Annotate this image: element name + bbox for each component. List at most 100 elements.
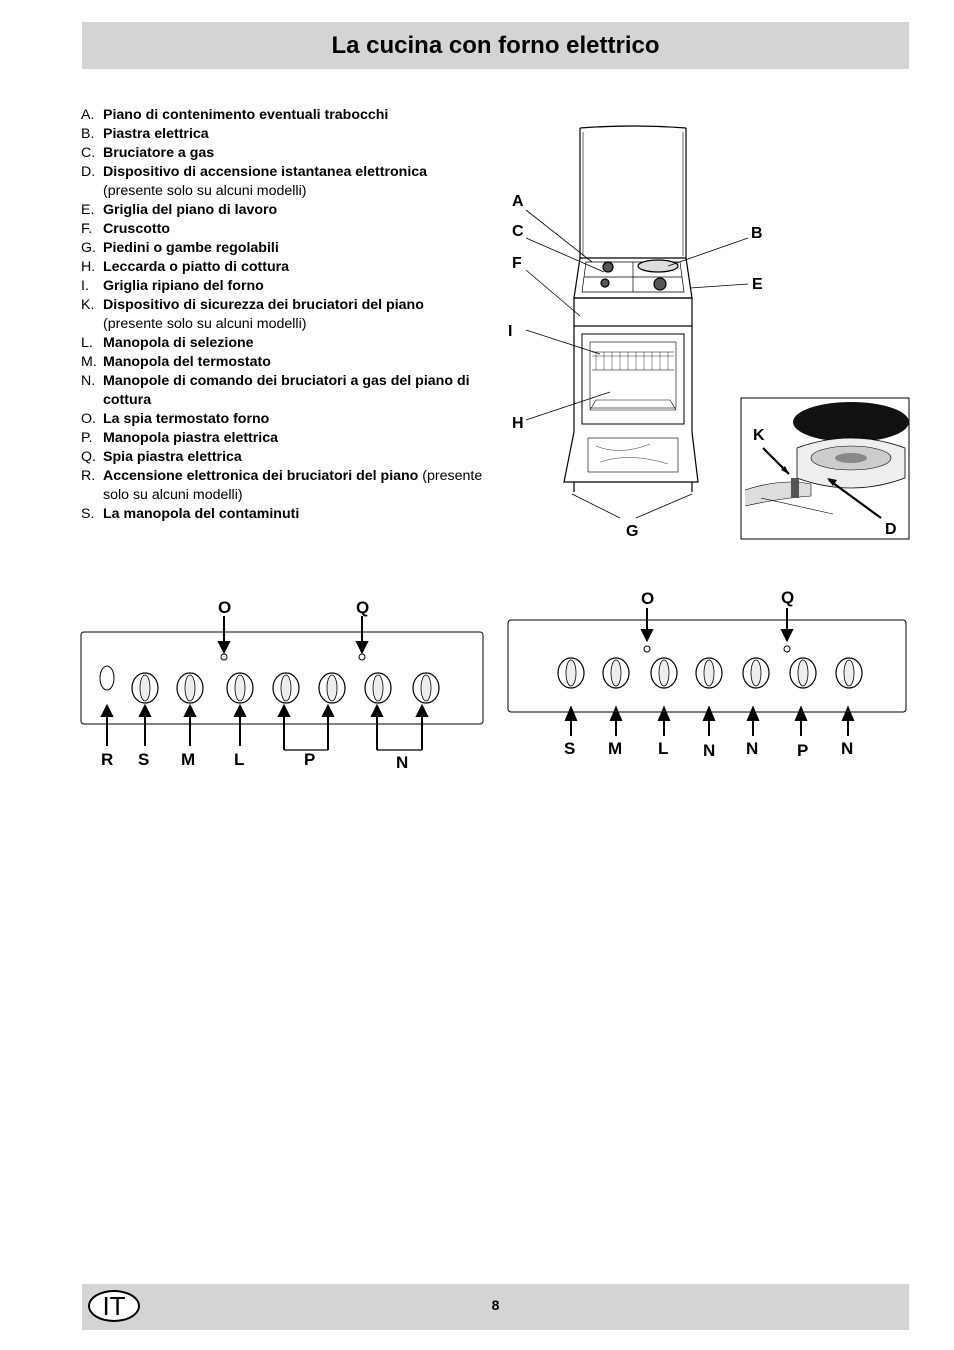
legend-letter: P.: [81, 430, 93, 446]
legend-text: Piano di contenimento eventuali trabocch…: [103, 106, 483, 125]
legend-text: Griglia ripiano del forno: [103, 277, 483, 296]
legend-text: Griglia del piano di lavoro: [103, 201, 483, 220]
right-label-Q: Q: [781, 588, 794, 607]
legend-letter: I.: [81, 278, 89, 294]
ignition-button: [99, 665, 115, 691]
legend-item: I. Griglia ripiano del forno: [81, 277, 483, 296]
control-panel-right: O Q S M L N N P N: [507, 588, 907, 760]
legend-item: R.Accensione elettronica dei bruciatori …: [81, 467, 483, 505]
page-number: 8: [491, 1297, 500, 1313]
legend-letter: C.: [81, 145, 96, 161]
language-badge: IT: [88, 1290, 140, 1322]
left-label-O: O: [218, 598, 231, 617]
label-B: B: [751, 225, 763, 242]
legend-letter: L.: [81, 335, 93, 351]
legend-text: Piedini o gambe regolabili: [103, 239, 483, 258]
legend-item: Q. Spia piastra elettrica: [81, 448, 483, 467]
legend-part-name: Dispositivo di sicurezza dei bruciatori …: [103, 297, 424, 313]
left-label-L: L: [234, 750, 244, 769]
legend-text: La manopola del contaminuti: [103, 505, 483, 524]
legend-part-name: Griglia del piano di lavoro: [103, 202, 278, 218]
legend-part-name: Manopola del termostato: [103, 354, 271, 370]
left-label-R: R: [101, 750, 113, 769]
legend-letter: K.: [81, 297, 95, 313]
legend-part-name: Manopola di selezione: [103, 335, 254, 351]
left-label-N: N: [396, 753, 408, 772]
legend-text: Spia piastra elettrica: [103, 448, 483, 467]
legend-part-name: Dispositivo di accensione istantanea ele…: [103, 164, 428, 180]
legend-item: B.Piastra elettrica: [81, 125, 483, 144]
label-H: H: [512, 415, 524, 432]
legend-part-name: La manopola del contaminuti: [103, 506, 300, 522]
control-panel-left: O Q R S M L P N: [80, 598, 484, 772]
knob: [364, 672, 392, 704]
legend-item: S.La manopola del contaminuti: [81, 505, 483, 524]
knob: [557, 657, 585, 689]
legend-part-name: Leccarda o piatto di cottura: [103, 259, 290, 275]
footer-bar: IT 8: [82, 1284, 909, 1330]
legend-text: Dispositivo di accensione istantanea ele…: [103, 163, 483, 201]
knob: [131, 672, 159, 704]
legend-letter: G.: [81, 240, 96, 256]
cooker-illustration: A C F I H B E G: [508, 125, 763, 540]
legend-text: Manopole di comando dei bruciatori a gas…: [103, 372, 483, 410]
legend-part-name: Piastra elettrica: [103, 126, 209, 142]
label-C: C: [512, 223, 524, 240]
legend-letter: Q.: [81, 449, 96, 465]
burner-detail: K D: [740, 397, 910, 540]
title-bar: La cucina con forno elettrico: [82, 22, 909, 69]
knob: [272, 672, 300, 704]
knob: [695, 657, 723, 689]
right-label-N1: N: [703, 741, 715, 760]
legend-letter: M.: [81, 354, 97, 370]
right-label-N2: N: [746, 739, 758, 758]
legend-item: P. Manopola piastra elettrica: [81, 429, 483, 448]
right-label-O: O: [641, 589, 654, 608]
legend-part-name: Piedini o gambe regolabili: [103, 240, 279, 256]
legend-item: F.Cruscotto: [81, 220, 483, 239]
parts-legend: A. Piano di contenimento eventuali traboc…: [81, 106, 483, 524]
legend-item: E. Griglia del piano di lavoro: [81, 201, 483, 220]
right-label-N3: N: [841, 739, 853, 758]
legend-part-name: Bruciatore a gas: [103, 145, 215, 161]
legend-letter: O.: [81, 411, 96, 427]
legend-item: C. Bruciatore a gas: [81, 144, 483, 163]
knob: [650, 657, 678, 689]
knob: [789, 657, 817, 689]
label-G: G: [626, 523, 638, 540]
legend-letter: D.: [81, 164, 96, 180]
right-label-M: M: [608, 739, 622, 758]
legend-text: Manopola del termostato: [103, 353, 483, 372]
legend-part-name: Manopola piastra elettrica: [103, 430, 279, 446]
legend-text: Manopola di selezione: [103, 334, 483, 353]
legend-part-name: Cruscotto: [103, 221, 170, 237]
knob: [835, 657, 863, 689]
legend-item: O. La spia termostato forno: [81, 410, 483, 429]
right-label-P: P: [797, 741, 808, 760]
label-E: E: [752, 276, 763, 293]
legend-item: K. Dispositivo di sicurezza dei bruciator…: [81, 296, 483, 334]
legend-item: L. Manopola di selezione: [81, 334, 483, 353]
indicator-light: [783, 645, 791, 653]
left-label-Q: Q: [356, 598, 369, 617]
legend-item: M. Manopola del termostato: [81, 353, 483, 372]
label-I: I: [508, 323, 512, 340]
label-K: K: [753, 427, 765, 444]
legend-note: (presente solo su alcuni modelli): [103, 468, 483, 503]
right-label-L: L: [658, 739, 668, 758]
page-title: La cucina con forno elettrico: [331, 31, 660, 59]
left-label-M: M: [181, 750, 195, 769]
legend-letter: E.: [81, 202, 95, 218]
legend-text: Manopola piastra elettrica: [103, 429, 483, 448]
legend-part-name: Piano di contenimento eventuali trabocch…: [103, 107, 389, 123]
knob: [742, 657, 770, 689]
legend-part-name: La spia termostato forno: [103, 411, 270, 427]
label-D: D: [885, 521, 897, 538]
legend-letter: A.: [81, 107, 95, 123]
legend-part-name: Manopole di comando dei bruciatori a gas…: [103, 373, 470, 408]
legend-letter: R.: [81, 468, 96, 484]
legend-item: N.Manopole di comando dei bruciatori a g…: [81, 372, 483, 410]
legend-text: Cruscotto: [103, 220, 483, 239]
legend-text: Bruciatore a gas: [103, 144, 483, 163]
legend-part-name: Griglia ripiano del forno: [103, 278, 264, 294]
